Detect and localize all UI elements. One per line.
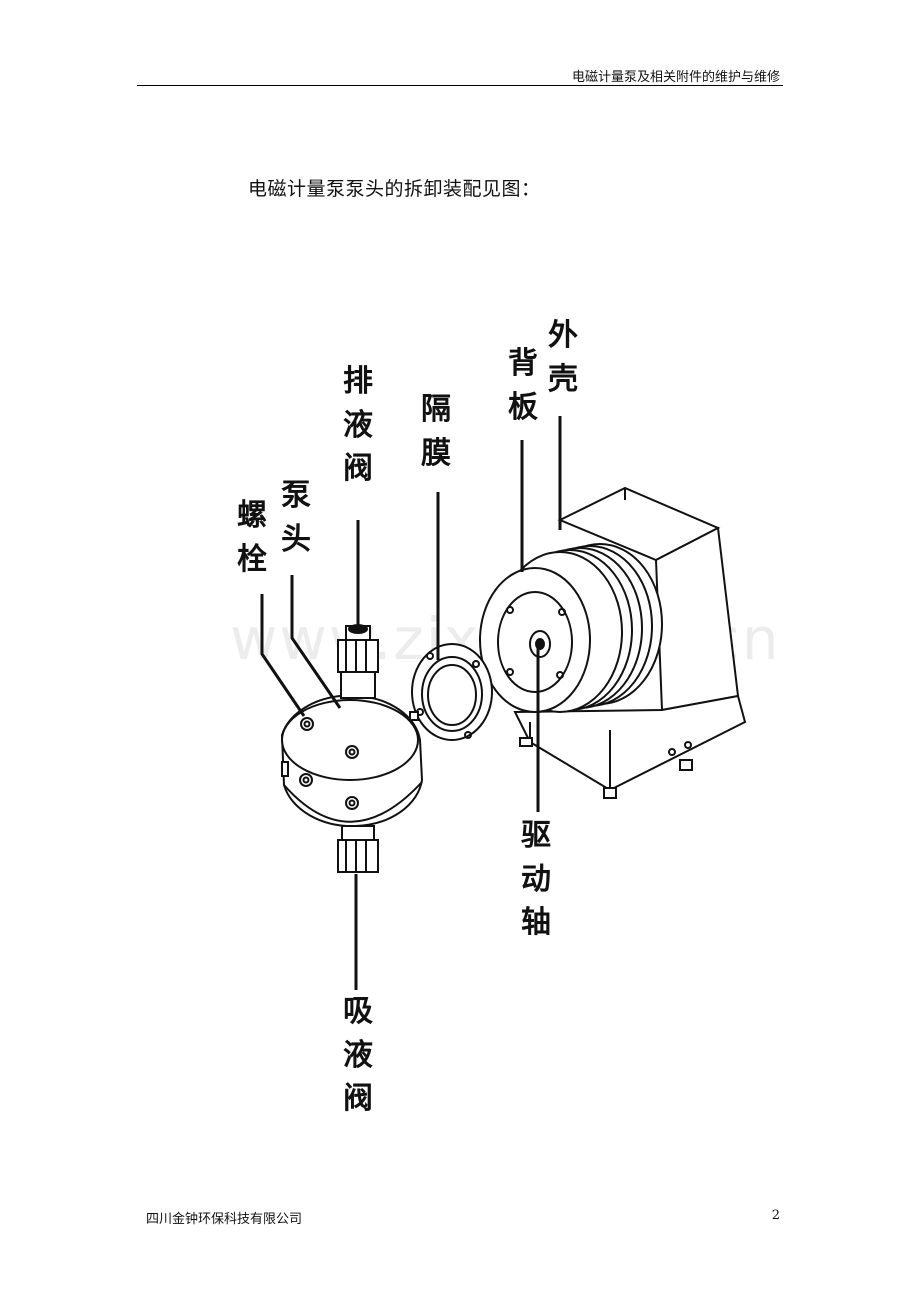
bolts (299, 717, 359, 810)
suction-valve (337, 825, 379, 873)
footer-company: 四川金钟环保科技有限公司 (146, 1212, 303, 1227)
header-divider (137, 85, 783, 86)
label-discharge-valve: 排 液 阀 (343, 364, 373, 486)
drive-shaft (529, 630, 551, 658)
label-pump-head: 泵 头 (281, 478, 311, 557)
pump-head (280, 694, 424, 828)
label-back-plate: 背 板 (508, 346, 538, 425)
intro-caption: 电磁计量泵泵头的拆卸装配见图： (248, 178, 541, 200)
label-diaphragm: 隔 膜 (421, 392, 451, 471)
label-suction-valve: 吸 液 阀 (343, 994, 373, 1116)
diaphragm (411, 643, 493, 741)
leader-bengtou (290, 575, 342, 709)
page-number: 2 (771, 1208, 780, 1223)
header-title: 电磁计量泵及相关附件的维护与维修 (571, 70, 780, 85)
label-bolt: 螺 栓 (237, 498, 267, 577)
leader-luoshuan (260, 594, 306, 717)
pump-housing (513, 486, 747, 799)
label-drive-shaft: 驱 动 轴 (521, 818, 551, 940)
discharge-valve (337, 624, 379, 699)
label-housing: 外 壳 (548, 318, 578, 397)
